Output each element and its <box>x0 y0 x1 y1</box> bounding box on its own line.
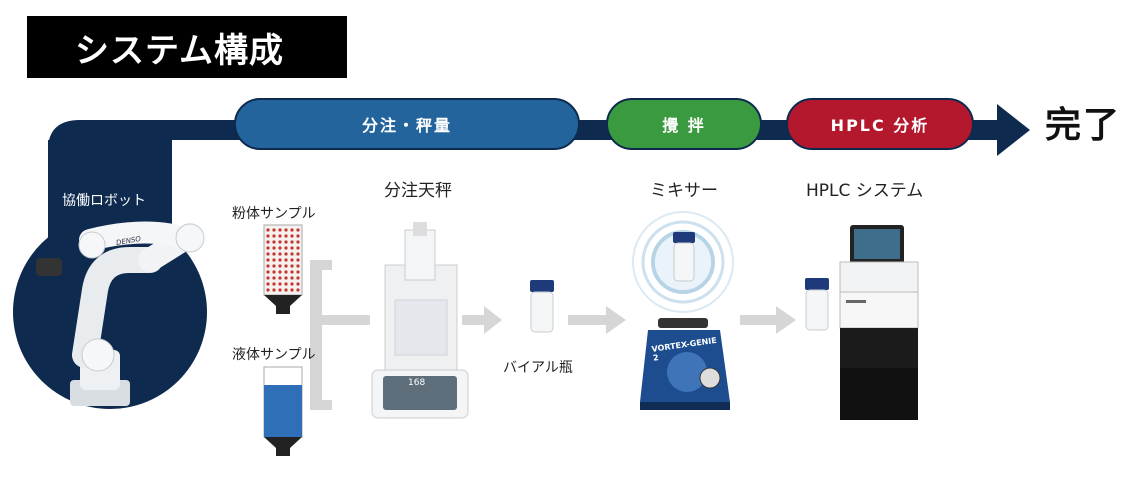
gray-arrow-1 <box>462 306 502 334</box>
powder-dot <box>284 270 288 274</box>
powder-dot <box>278 240 282 244</box>
powder-dot <box>278 252 282 256</box>
powder-dot <box>266 252 270 256</box>
powder-dot <box>284 246 288 250</box>
powder-dot <box>278 282 282 286</box>
powder-dot <box>272 276 276 280</box>
powder-dot <box>296 228 300 232</box>
powder-dot <box>296 264 300 268</box>
powder-dot <box>272 234 276 238</box>
powder-dot <box>278 234 282 238</box>
powder-dot <box>296 282 300 286</box>
powder-dot <box>296 270 300 274</box>
robot-label: 協働ロボット <box>62 193 146 209</box>
powder-dot <box>284 228 288 232</box>
powder-dot <box>278 258 282 262</box>
powder-dot <box>284 234 288 238</box>
powder-dot <box>296 246 300 250</box>
powder-dot <box>284 258 288 262</box>
stage-stirring: 攪 拌 <box>606 98 762 150</box>
powder-dot <box>278 276 282 280</box>
hplc-device <box>839 225 919 420</box>
powder-dot <box>296 276 300 280</box>
powder-dot <box>266 228 270 232</box>
mixer-device <box>640 318 730 410</box>
powder-dot <box>290 252 294 256</box>
powder-dot <box>296 258 300 262</box>
powder-dot <box>290 276 294 280</box>
powder-dot <box>290 234 294 238</box>
gray-arrow-3 <box>740 306 796 334</box>
powder-dot <box>278 270 282 274</box>
powder-dot <box>272 228 276 232</box>
powder-dot <box>272 246 276 250</box>
powder-dot <box>266 258 270 262</box>
powder-dot <box>266 288 270 292</box>
powder-dot <box>284 282 288 286</box>
powder-dot <box>296 288 300 292</box>
powder-dot <box>266 276 270 280</box>
powder-dot <box>272 282 276 286</box>
hplc-label: HPLC システム <box>806 181 924 201</box>
powder-dot <box>272 252 276 256</box>
powder-sample-container <box>263 224 303 314</box>
powder-sample-label: 粉体サンプル <box>232 206 316 222</box>
powder-dot <box>278 228 282 232</box>
vial-2 <box>673 232 695 282</box>
gray-arrow-2 <box>568 306 626 334</box>
powder-dot <box>296 240 300 244</box>
mixer-label: ミキサー <box>650 181 718 201</box>
powder-dot <box>272 270 276 274</box>
vial-label: バイアル瓶 <box>503 360 573 376</box>
powder-dot <box>278 246 282 250</box>
powder-dot <box>266 264 270 268</box>
powder-dot <box>290 240 294 244</box>
powder-dot <box>290 246 294 250</box>
vial-3 <box>805 278 829 331</box>
powder-dot <box>290 258 294 262</box>
stage-hplc-analysis: HPLC 分析 <box>786 98 974 150</box>
powder-dot <box>266 234 270 238</box>
powder-dot <box>272 288 276 292</box>
balance-display: 168 <box>408 378 426 388</box>
powder-dot <box>284 252 288 256</box>
robot-arm <box>36 221 205 406</box>
liquid-sample-label: 液体サンプル <box>232 347 316 363</box>
powder-dot <box>296 234 300 238</box>
powder-dot <box>272 258 276 262</box>
powder-dot <box>296 252 300 256</box>
powder-dot <box>284 288 288 292</box>
powder-dot <box>290 270 294 274</box>
page-title: システム構成 <box>27 16 347 78</box>
balance-label: 分注天秤 <box>384 181 452 201</box>
sample-bracket <box>310 260 370 410</box>
done-arrow-icon <box>997 104 1030 156</box>
powder-dot <box>266 246 270 250</box>
liquid-sample-container <box>263 366 303 456</box>
powder-dot <box>290 288 294 292</box>
stage-dispense-weigh: 分注・秤量 <box>234 98 580 150</box>
powder-dot <box>278 288 282 292</box>
powder-dot <box>266 270 270 274</box>
powder-dot <box>290 282 294 286</box>
powder-dot <box>272 240 276 244</box>
balance-device <box>371 222 469 419</box>
powder-dot <box>266 282 270 286</box>
powder-dot <box>278 264 282 268</box>
powder-dot <box>290 264 294 268</box>
powder-dot <box>284 276 288 280</box>
powder-dot <box>272 264 276 268</box>
powder-dot <box>284 264 288 268</box>
powder-dot <box>290 228 294 232</box>
vial-1 <box>530 280 554 333</box>
powder-dot <box>266 240 270 244</box>
powder-dot <box>284 240 288 244</box>
done-label: 完了 <box>1045 105 1122 146</box>
